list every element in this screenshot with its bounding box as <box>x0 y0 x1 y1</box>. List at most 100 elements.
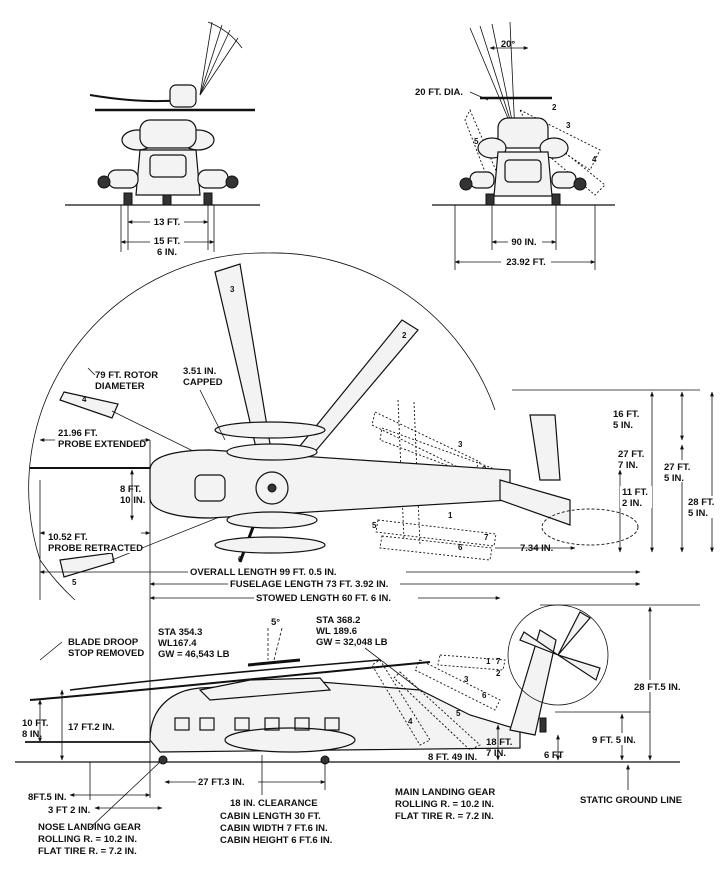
dim-side-6ft: 6 FT <box>544 750 564 761</box>
label-wl-189: WL 189.6 <box>316 626 357 637</box>
folded-sponson-left <box>469 171 495 189</box>
side-view: 1 3 6 4 5 7 2 BLADE DROOP STOP REMOVED S… <box>15 604 700 857</box>
dim-16ft-5in: 5 IN. <box>613 420 633 431</box>
svg-text:1: 1 <box>448 511 453 520</box>
folded-windshield <box>504 159 542 183</box>
front-tank-right <box>225 175 239 189</box>
svg-text:7 IN.: 7 IN. <box>486 748 506 759</box>
folded-gear-left <box>485 193 495 206</box>
svg-text:7: 7 <box>496 657 501 666</box>
dim-side-28ft-5in: 28 FT.5 IN. <box>634 682 680 693</box>
plan-sponson-bottom <box>214 536 326 554</box>
rotor-disk-arc-right <box>267 252 496 411</box>
svg-text:5: 5 <box>474 137 479 146</box>
dim-probe-extended-ft: 21.96 FT. <box>58 428 98 439</box>
plan-blade-4-tip <box>59 391 119 419</box>
label-gw-32048: GW = 32,048 LB <box>316 637 388 648</box>
side-rotor-blade <box>69 659 381 691</box>
plan-tail-rotor-disk <box>541 508 639 546</box>
folded-sponson-right <box>551 171 577 189</box>
side-sponson <box>224 727 356 753</box>
plan-tail-fin <box>529 414 561 481</box>
dim-10in: 10 IN. <box>120 495 145 506</box>
folded-blade-dashed-3 <box>464 108 501 186</box>
svg-text:8 IN.: 8 IN. <box>22 729 42 740</box>
svg-text:ROLLING R. = 10.2 IN.: ROLLING R. = 10.2 IN. <box>395 799 494 810</box>
dim-side-17ft-2in: 17 FT.2 IN. <box>68 722 114 733</box>
side-tail-pylon <box>509 629 557 736</box>
svg-text:5: 5 <box>72 578 77 587</box>
svg-text:FLAT TIRE R. = 7.2 IN.: FLAT TIRE R. = 7.2 IN. <box>38 846 137 857</box>
side-rotor-blade-droop <box>29 661 431 701</box>
svg-text:7: 7 <box>484 533 489 542</box>
dim-fold-20ft-dia: 20 FT. DIA. <box>415 87 463 98</box>
dim-fold-2392ft: 23.92 FT. <box>506 257 546 268</box>
svg-text:4: 4 <box>408 717 413 726</box>
folded-tank-left <box>459 177 473 191</box>
dim-11ft-2in: 11 FT. <box>622 487 648 498</box>
svg-text:2 IN.: 2 IN. <box>622 498 642 509</box>
dim-front-13ft: 13 FT. <box>154 217 180 228</box>
dim-side-18ft: 18 FT. <box>486 737 512 748</box>
label-gw-46543: GW = 46,543 LB <box>158 649 230 660</box>
dim-front-6in: 6 IN. <box>157 247 177 258</box>
plan-cockpit <box>194 474 226 502</box>
label-stop-removed: STOP REMOVED <box>68 648 144 659</box>
svg-text:4: 4 <box>592 155 597 164</box>
dim-stowed-length: STOWED LENGTH 60 FT. 6 IN. <box>256 593 391 604</box>
dim-rotor-diameter-label: DIAMETER <box>95 381 145 392</box>
svg-text:3: 3 <box>458 440 463 449</box>
front-sponson-left <box>107 169 139 189</box>
front-rotor-hub <box>169 84 197 108</box>
svg-text:5 IN.: 5 IN. <box>664 473 684 484</box>
dim-28ft-5in: 28 FT. <box>688 497 714 508</box>
folded-rotor-fan <box>469 21 529 136</box>
front-gear-left <box>123 192 133 206</box>
folded-gear-right <box>551 193 561 206</box>
svg-text:2: 2 <box>496 669 501 678</box>
plan-view: 3 2 4 5 6 3 2 1 5 7 6 <box>28 252 720 798</box>
front-rotor-blade-tilted <box>89 94 181 103</box>
svg-text:5 IN.: 5 IN. <box>688 508 708 519</box>
dim-27ft-7in: 27 FT. <box>618 449 644 460</box>
dim-front-15ft: 15 FT. <box>154 236 180 247</box>
front-view: 13 FT. 15 FT. 6 IN. <box>65 21 260 258</box>
label-sta-368: STA 368.2 <box>316 615 360 626</box>
label-wl-167: WL167.4 <box>158 638 197 649</box>
svg-text:1: 1 <box>486 657 491 666</box>
label-clearance: 18 IN. CLEARANCE <box>230 798 318 809</box>
folded-fuselage <box>493 151 553 197</box>
svg-text:4: 4 <box>82 395 87 404</box>
dim-16ft: 16 FT. <box>613 409 639 420</box>
dim-probe-retracted: PROBE RETRACTED <box>48 543 143 554</box>
side-engine-nacelle <box>198 677 332 701</box>
side-window-1 <box>174 717 190 731</box>
front-windshield <box>149 154 187 178</box>
svg-text:ROLLING R. = 10.2 IN.: ROLLING R. = 10.2 IN. <box>38 834 137 845</box>
folded-front-view: 20° 20 FT. DIA. 5 2 3 4 90 IN. 23.92 <box>415 21 615 270</box>
dim-fold-20deg: 20° <box>501 39 516 50</box>
plan-sponson-top <box>214 421 326 439</box>
front-upper-fuselage <box>139 119 197 149</box>
label-cabin-width: CABIN WIDTH 7 FT.6 IN. <box>220 823 328 834</box>
folded-tank-right <box>573 177 587 191</box>
dim-fold-90in: 90 IN. <box>511 237 536 248</box>
front-tank-left <box>97 175 111 189</box>
svg-text:3: 3 <box>230 285 235 294</box>
dim-27ft-5in: 27 FT. <box>664 462 690 473</box>
rotor-disk-arc-left <box>28 252 269 561</box>
label-nose-landing-gear: NOSE LANDING GEAR <box>38 822 141 833</box>
dim-capped-size: 3.51 IN. <box>183 366 216 377</box>
dim-side-8ft-5in: 8FT.5 IN. <box>28 792 67 803</box>
dim-side-3ft-2in: 3 FT 2 IN. <box>48 805 90 816</box>
plan-fuselage <box>149 449 511 519</box>
plan-tail-boom <box>499 479 571 526</box>
dim-rotor-diameter: 79 FT. ROTOR <box>95 370 158 381</box>
svg-text:2: 2 <box>402 331 407 340</box>
label-cabin-height: CABIN HEIGHT 6 FT.6 IN. <box>220 835 332 846</box>
dim-side-10ft: 10 FT. <box>22 718 48 729</box>
svg-text:5: 5 <box>456 709 461 718</box>
dim-734in: 7.34 IN. <box>520 543 553 554</box>
